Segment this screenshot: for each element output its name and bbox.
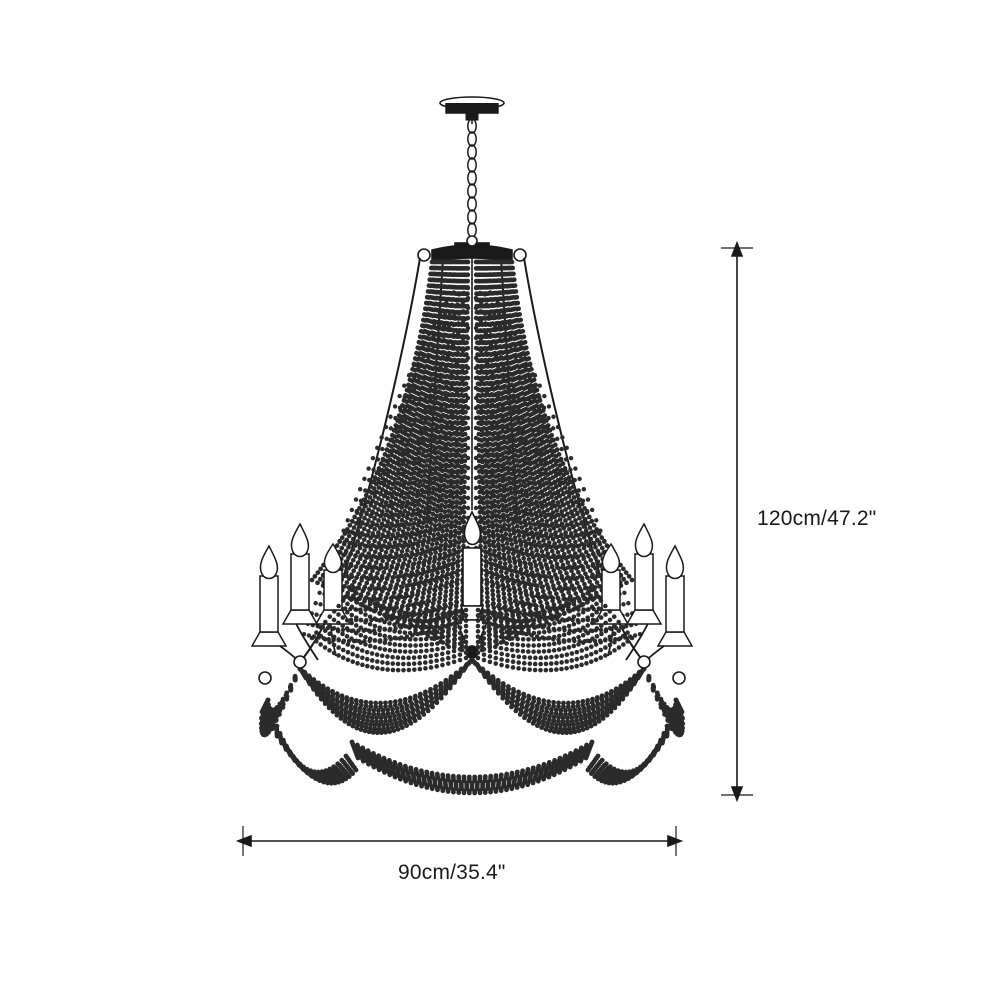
middle-bead-swags (309, 587, 635, 673)
width-dimension-label: 90cm/35.4" (398, 861, 506, 884)
ceiling-canopy (439, 96, 505, 121)
candle-right-1 (656, 544, 694, 647)
height-dimension-arrow (721, 240, 753, 803)
suspension-chain (467, 118, 477, 238)
swag-anchor-knobs (258, 655, 686, 685)
candle-right-2 (625, 522, 663, 625)
height-dimension-label: 120cm/47.2" (757, 507, 877, 530)
crown-ring (417, 235, 527, 263)
width-dimension-arrow (235, 826, 684, 856)
lower-bead-swags (258, 657, 686, 796)
candle-left-2 (281, 522, 319, 625)
center-candle (459, 510, 485, 621)
candle-left-1 (250, 544, 288, 647)
